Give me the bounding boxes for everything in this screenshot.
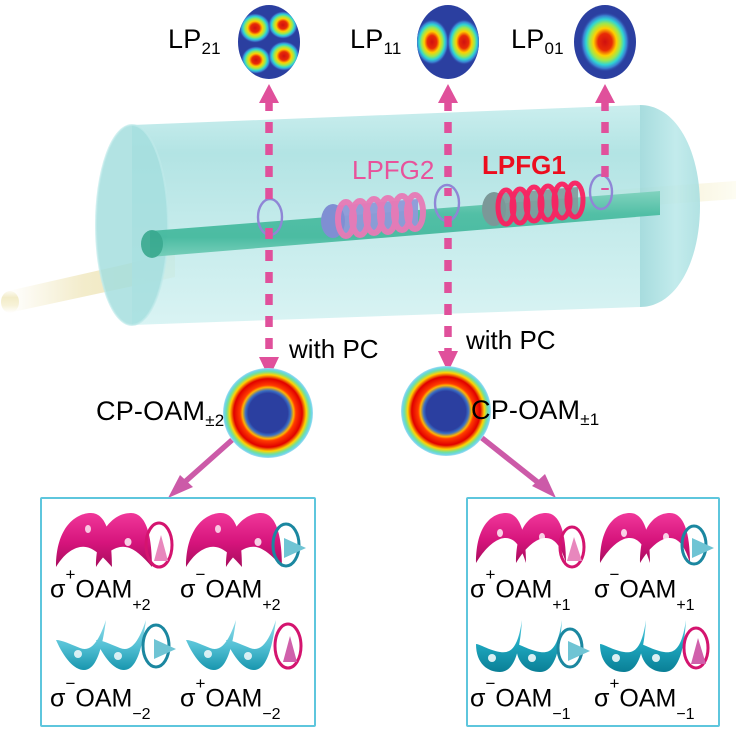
cell-sp-oam-m2: σ+OAM−2 bbox=[180, 614, 308, 724]
box-oam-2: σ+OAM+2 σ−OAM+2 bbox=[40, 497, 316, 727]
label-sp-oam-p2: σ+OAM+2 bbox=[50, 565, 151, 615]
cell-sm-oam-m2: σ−OAM−2 bbox=[50, 614, 178, 724]
helix-wave-pink-2b bbox=[186, 513, 306, 568]
dashed-arrow-layer bbox=[259, 84, 615, 378]
helix-wave-cyan-1 bbox=[476, 620, 590, 672]
cp-oam-2-label: CP-OAM±2 bbox=[96, 396, 225, 430]
label-sp-oam-m1: σ+OAM−1 bbox=[594, 674, 695, 724]
cell-sm-oam-m1: σ−OAM−1 bbox=[470, 614, 592, 724]
label-sm-oam-p1: σ−OAM+1 bbox=[594, 565, 695, 615]
lp21-label: LP21 bbox=[168, 24, 221, 58]
with-pc-right-label: with PC bbox=[466, 325, 556, 355]
label-sp-oam-p1: σ+OAM+1 bbox=[470, 565, 571, 615]
helix-wave-pink-2 bbox=[56, 513, 174, 569]
lp11-label: LP11 bbox=[350, 24, 402, 58]
cell-sm-oam-p2: σ−OAM+2 bbox=[180, 505, 308, 615]
lp01-label: LP01 bbox=[511, 24, 564, 58]
cp-oam-1-profile bbox=[401, 366, 491, 456]
lpfg1-grating bbox=[482, 180, 586, 227]
dashed-arrow-heads bbox=[259, 84, 615, 378]
connector-arrow-heads bbox=[168, 474, 556, 498]
lp-mode-profiles bbox=[238, 5, 636, 79]
lpfg2-grating bbox=[321, 192, 426, 239]
helix-wave-pink-1 bbox=[476, 513, 586, 569]
cell-sp-oam-p2: σ+OAM+2 bbox=[50, 505, 178, 615]
with-pc-left-label: with PC bbox=[289, 334, 379, 364]
cell-sm-oam-p1: σ−OAM+1 bbox=[594, 505, 716, 615]
label-sp-oam-m2: σ+OAM−2 bbox=[180, 674, 281, 724]
cp-oam-1-label: CP-OAM±1 bbox=[471, 395, 600, 429]
lpfg2-label: LPFG2 bbox=[352, 155, 435, 185]
helix-wave-cyan-1b bbox=[600, 620, 710, 672]
helix-wave-cyan-2b bbox=[186, 620, 303, 670]
label-sm-oam-m1: σ−OAM−1 bbox=[470, 674, 571, 724]
helix-wave-cyan-2 bbox=[56, 620, 176, 670]
lp11-profile bbox=[417, 5, 479, 79]
lp21-profile bbox=[238, 5, 300, 79]
label-sm-oam-m2: σ−OAM−2 bbox=[50, 674, 151, 724]
box-oam-1: σ+OAM+1 σ−OAM+1 bbox=[466, 497, 720, 727]
lp01-profile bbox=[574, 5, 636, 79]
helix-wave-pink-1b bbox=[600, 513, 714, 566]
cp-oam-2-profile bbox=[223, 368, 313, 458]
cell-sp-oam-m1: σ+OAM−1 bbox=[594, 614, 716, 724]
cp-oam-profiles bbox=[168, 366, 556, 498]
label-sm-oam-p2: σ−OAM+2 bbox=[180, 565, 281, 615]
cell-sp-oam-p1: σ+OAM+1 bbox=[470, 505, 592, 615]
fiber-cylinder bbox=[1, 105, 736, 326]
connector-arrows bbox=[176, 435, 547, 491]
lpfg1-label: LPFG1 bbox=[482, 150, 566, 180]
